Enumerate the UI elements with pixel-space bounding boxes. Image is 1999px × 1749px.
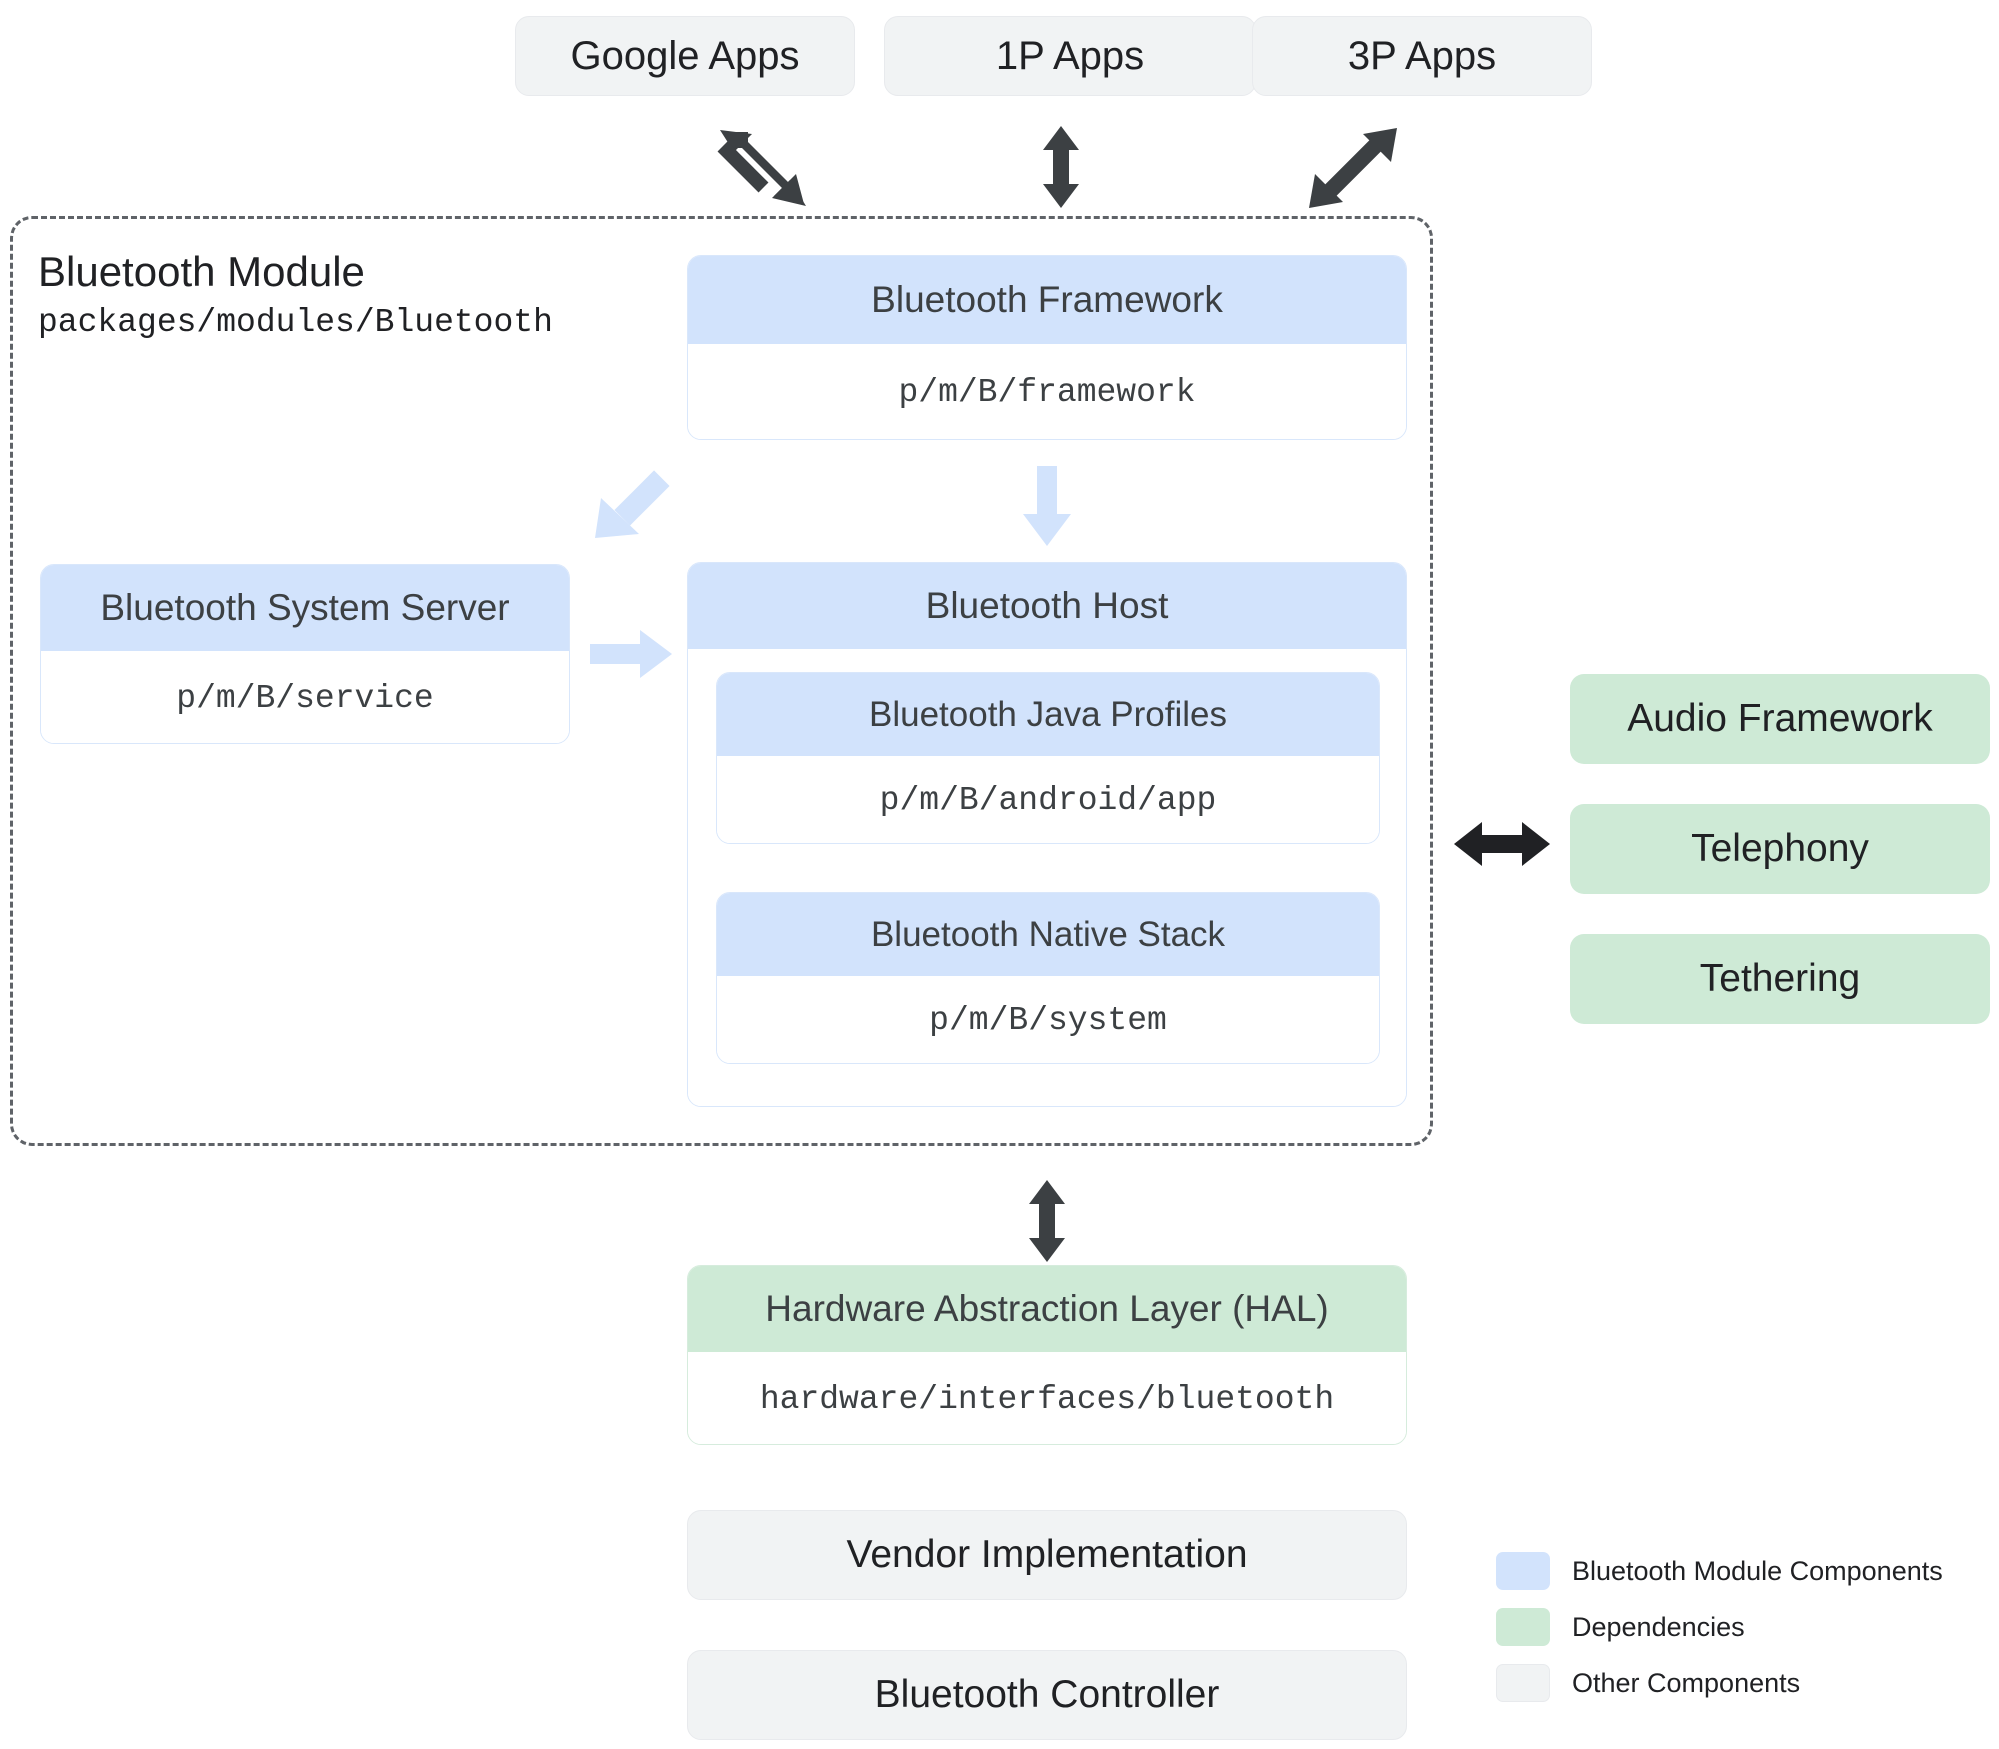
- arrow-system-server-to-host: [590, 630, 672, 678]
- legend-swatch-blue: [1496, 1552, 1550, 1590]
- app-box-3p-apps[interactable]: 3P Apps: [1252, 16, 1592, 96]
- card-path: p/m/B/service: [176, 679, 434, 717]
- card-header: Bluetooth Native Stack: [717, 893, 1379, 976]
- legend-label: Bluetooth Module Components: [1572, 1555, 1943, 1586]
- card-path: hardware/interfaces/bluetooth: [759, 1380, 1335, 1418]
- dependency-label: Audio Framework: [1627, 697, 1933, 740]
- box-bluetooth-controller[interactable]: Bluetooth Controller: [687, 1650, 1407, 1740]
- app-box-label: 3P Apps: [1347, 33, 1497, 78]
- card-header: Hardware Abstraction Layer (HAL): [688, 1266, 1406, 1352]
- legend-item-module-components: Bluetooth Module Components: [1496, 1552, 1976, 1590]
- card-path: p/m/B/framework: [898, 374, 1196, 411]
- card-path: p/m/B/android/app: [879, 782, 1217, 819]
- card-title: Bluetooth Host: [925, 585, 1169, 626]
- app-box-label: Google Apps: [570, 33, 800, 78]
- arrow-framework-to-host: [1023, 466, 1071, 546]
- card-hardware-abstraction-layer[interactable]: Hardware Abstraction Layer (HAL) hardwar…: [687, 1265, 1407, 1445]
- card-path-body: hardware/interfaces/bluetooth: [688, 1352, 1406, 1444]
- arrow-1p-apps-to-module: [1041, 126, 1081, 208]
- box-label: Bluetooth Controller: [874, 1673, 1220, 1716]
- app-box-1p-apps[interactable]: 1P Apps: [884, 16, 1256, 96]
- bluetooth-module-container: [10, 216, 1433, 1146]
- dependency-box-tethering[interactable]: Tethering: [1570, 934, 1990, 1024]
- card-header: Bluetooth Java Profiles: [717, 673, 1379, 756]
- card-bluetooth-java-profiles[interactable]: Bluetooth Java Profiles p/m/B/android/ap…: [716, 672, 1380, 844]
- box-label: Vendor Implementation: [846, 1533, 1248, 1576]
- legend-item-other-components: Other Components: [1496, 1664, 1976, 1702]
- card-title: Hardware Abstraction Layer (HAL): [765, 1288, 1329, 1329]
- card-host-body: Bluetooth Java Profiles p/m/B/android/ap…: [688, 649, 1406, 1106]
- card-title: Bluetooth Java Profiles: [869, 694, 1227, 734]
- card-header: Bluetooth Framework: [688, 256, 1406, 344]
- legend: Bluetooth Module Components Dependencies…: [1496, 1552, 1976, 1702]
- card-bluetooth-system-server[interactable]: Bluetooth System Server p/m/B/service: [40, 564, 570, 744]
- card-header: Bluetooth System Server: [41, 565, 569, 651]
- arrow-3p-apps-to-module: [1307, 128, 1399, 208]
- arrow-framework-to-system-server: [595, 468, 675, 540]
- card-header: Bluetooth Host: [688, 563, 1406, 649]
- card-path-body: p/m/B/system: [717, 976, 1379, 1063]
- legend-swatch-gray: [1496, 1664, 1550, 1702]
- card-title: Bluetooth Native Stack: [870, 914, 1226, 954]
- legend-label: Dependencies: [1572, 1611, 1745, 1642]
- dependency-label: Telephony: [1691, 827, 1869, 870]
- arrow-module-to-hal: [1027, 1180, 1067, 1262]
- legend-item-dependencies: Dependencies: [1496, 1608, 1976, 1646]
- dependency-box-audio-framework[interactable]: Audio Framework: [1570, 674, 1990, 764]
- legend-label: Other Components: [1572, 1667, 1801, 1698]
- arrow-host-to-dependencies: [1454, 822, 1550, 866]
- dependency-label: Tethering: [1699, 957, 1861, 1000]
- dependency-box-telephony[interactable]: Telephony: [1570, 804, 1990, 894]
- card-bluetooth-native-stack[interactable]: Bluetooth Native Stack p/m/B/system: [716, 892, 1380, 1064]
- card-title: Bluetooth Framework: [871, 279, 1223, 320]
- box-vendor-implementation[interactable]: Vendor Implementation: [687, 1510, 1407, 1600]
- card-bluetooth-framework[interactable]: Bluetooth Framework p/m/B/framework: [687, 255, 1407, 440]
- legend-swatch-green: [1496, 1608, 1550, 1646]
- card-bluetooth-host[interactable]: Bluetooth Host Bluetooth Java Profiles p…: [687, 562, 1407, 1107]
- app-box-google-apps[interactable]: Google Apps: [515, 16, 855, 96]
- card-path: p/m/B/system: [929, 1002, 1167, 1039]
- module-path: packages/modules/Bluetooth: [38, 304, 553, 341]
- card-path-body: p/m/B/framework: [688, 344, 1406, 439]
- module-title: Bluetooth Module: [38, 248, 365, 295]
- arrow-google-apps-to-module: [717, 128, 808, 206]
- card-path-body: p/m/B/android/app: [717, 756, 1379, 843]
- card-title: Bluetooth System Server: [100, 587, 510, 628]
- app-box-label: 1P Apps: [995, 33, 1145, 78]
- card-path-body: p/m/B/service: [41, 651, 569, 743]
